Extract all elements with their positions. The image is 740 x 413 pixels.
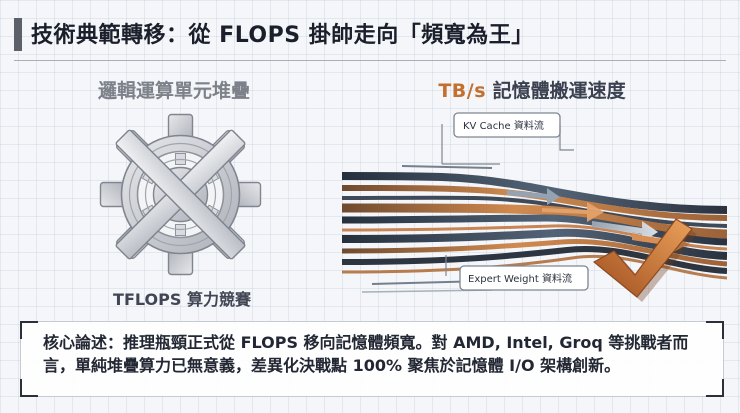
bandwidth-unit: TB/s — [438, 80, 487, 102]
summary-box: 核心論述：推理瓶頸正式從 FLOPS 移向記憶體頻寬。對 AMD, Intel,… — [20, 321, 724, 397]
left-caption: TFLOPS 算力競賽 — [113, 290, 251, 309]
corner-mark — [20, 379, 38, 397]
corner-mark — [706, 379, 724, 397]
corner-mark — [706, 321, 724, 339]
checkmark-icon — [592, 218, 697, 302]
slide-title: 技術典範轉移：從 FLOPS 掛帥走向「頻寬為王」 — [31, 23, 534, 48]
kv-cache-label: KV Cache 資料流 — [463, 119, 544, 132]
expert-weight-label: Expert Weight 資料流 — [468, 272, 572, 285]
left-heading: 邏輯運算單元堆疊 — [97, 80, 250, 102]
corner-mark — [20, 321, 38, 339]
title-divider — [14, 60, 726, 61]
data-flow-illustration: KV Cache 資料流 Expert Weight 資料流 — [342, 112, 727, 302]
right-heading: TB/s 記憶體搬運速度 — [432, 76, 632, 103]
callout-expert-weight: Expert Weight 資料流 — [445, 255, 589, 291]
right-heading-text: 記憶體搬運速度 — [486, 80, 626, 102]
crossed-out-gear-icon — [99, 113, 262, 276]
summary-text: 核心論述：推理瓶頸正式從 FLOPS 移向記憶體頻寬。對 AMD, Intel,… — [43, 333, 689, 375]
callout-kv-cache: KV Cache 資料流 — [441, 112, 574, 165]
data-streaks — [342, 165, 727, 293]
title-accent-bar — [14, 18, 22, 51]
